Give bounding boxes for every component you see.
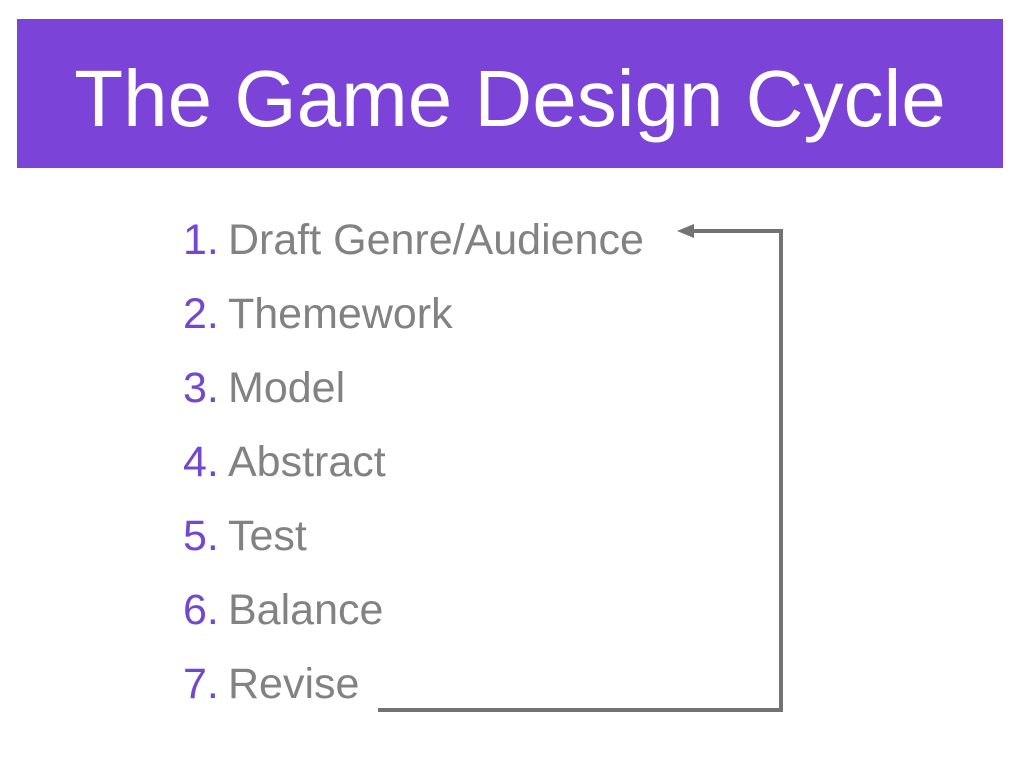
title-banner: The Game Design Cycle [17, 19, 1003, 168]
slide-title: The Game Design Cycle [74, 53, 946, 143]
list-item-number: 3. [183, 364, 219, 412]
cycle-connector-bottom-line [378, 708, 783, 712]
left-arrowhead-icon [677, 224, 694, 238]
list-item-number: 2. [183, 290, 219, 338]
list-item-number: 4. [183, 438, 219, 486]
list-item-label: Abstract [228, 438, 386, 486]
list-item: 7.Revise [183, 647, 644, 721]
list-item-label: Draft Genre/Audience [228, 216, 644, 264]
list-item-number: 7. [183, 660, 219, 708]
list-item-label: Model [228, 364, 346, 412]
list-item-number: 6. [183, 586, 219, 634]
list-item: 6.Balance [183, 573, 644, 647]
list-item: 1.Draft Genre/Audience [183, 203, 644, 277]
list-item: 4.Abstract [183, 425, 644, 499]
cycle-connector-top-line [692, 229, 783, 233]
list-item: 3.Model [183, 351, 644, 425]
list-item: 2.Themework [183, 277, 644, 351]
list-item: 5.Test [183, 499, 644, 573]
cycle-connector-right-line [779, 229, 783, 712]
list-item-label: Test [228, 512, 307, 560]
list-item-number: 1. [183, 216, 219, 264]
list-item-number: 5. [183, 512, 219, 560]
list-item-label: Balance [228, 586, 384, 634]
list-item-label: Themework [228, 290, 453, 338]
list-item-label: Revise [228, 660, 360, 708]
design-cycle-list: 1.Draft Genre/Audience 2.Themework 3.Mod… [183, 203, 644, 721]
